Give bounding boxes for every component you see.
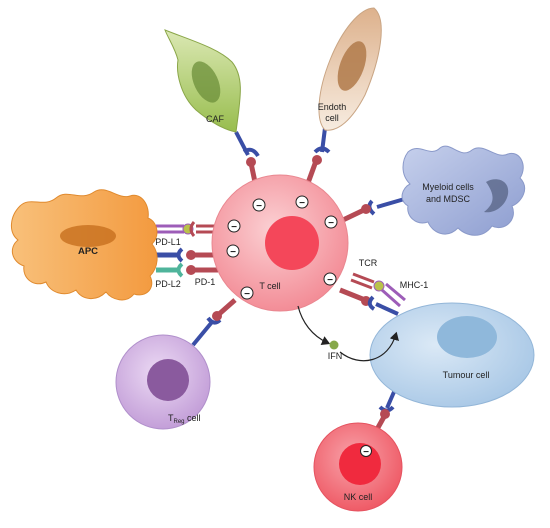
t-cell: T cell xyxy=(211,174,349,312)
treg-connector xyxy=(191,298,237,347)
svg-text:−: − xyxy=(363,447,369,458)
ifn-label: IFN xyxy=(328,351,343,361)
minus-sign-4: − xyxy=(227,219,241,233)
endoth-label-2: cell xyxy=(325,113,339,123)
pd-1-pair-upper xyxy=(156,247,218,263)
tumour-cell: Tumour cell xyxy=(369,302,535,408)
treg-cell: TReg cell xyxy=(115,334,211,430)
endoth-connector xyxy=(305,127,331,184)
tcr-label: TCR xyxy=(359,258,378,268)
tumour-connector xyxy=(339,287,399,316)
caf-cell: CAF xyxy=(164,29,241,133)
myeloid-label-2: and MDSC xyxy=(426,194,471,204)
t-cell-label: T cell xyxy=(259,281,280,291)
ifn-molecule xyxy=(329,340,339,350)
minus-sign-6: − xyxy=(323,272,337,286)
nk-connector xyxy=(372,384,399,435)
pd-l1-pair xyxy=(156,221,222,237)
inhibitory-markers: − − − − − − − xyxy=(226,195,338,300)
minus-sign-5: − xyxy=(226,244,240,258)
svg-text:−: − xyxy=(299,198,305,209)
caf-connector xyxy=(234,131,260,188)
endoth-label-1: Endoth xyxy=(318,102,347,112)
apc-label: APC xyxy=(78,246,98,257)
minus-sign-1: − xyxy=(252,198,266,212)
minus-sign-7: − xyxy=(240,286,254,300)
treg-label: TReg cell xyxy=(168,413,201,425)
pd-l1-label: PD-L1 xyxy=(155,237,181,247)
pd-l2-label: PD-L2 xyxy=(155,279,181,289)
minus-sign-3: − xyxy=(324,215,338,229)
mhc1-label: MHC-1 xyxy=(400,280,429,290)
svg-text:−: − xyxy=(328,218,334,229)
svg-text:−: − xyxy=(256,201,262,212)
minus-sign-2: − xyxy=(295,195,309,209)
svg-text:−: − xyxy=(244,289,250,300)
tcr-mhc-pair xyxy=(350,272,406,308)
svg-text:−: − xyxy=(327,275,333,286)
pd-1-label: PD-1 xyxy=(195,277,216,287)
pd-l2-pair xyxy=(156,262,218,278)
minus-sign-nk: − xyxy=(360,445,372,458)
endoth-cell: Endoth cell xyxy=(318,7,382,131)
svg-text:−: − xyxy=(230,247,236,258)
nk-label: NK cell xyxy=(344,492,373,502)
myeloid-label-1: Myeloid cells xyxy=(422,182,474,192)
myeloid-connector xyxy=(341,196,409,223)
svg-text:−: − xyxy=(231,222,237,233)
apc-cell: APC xyxy=(11,189,158,301)
tumour-label: Tumour cell xyxy=(443,370,490,380)
nk-cell: − NK cell xyxy=(313,422,403,512)
caf-label: CAF xyxy=(206,114,225,124)
myeloid-cell: Myeloid cells and MDSC xyxy=(401,145,525,236)
ifn-signal: IFN xyxy=(297,305,399,362)
